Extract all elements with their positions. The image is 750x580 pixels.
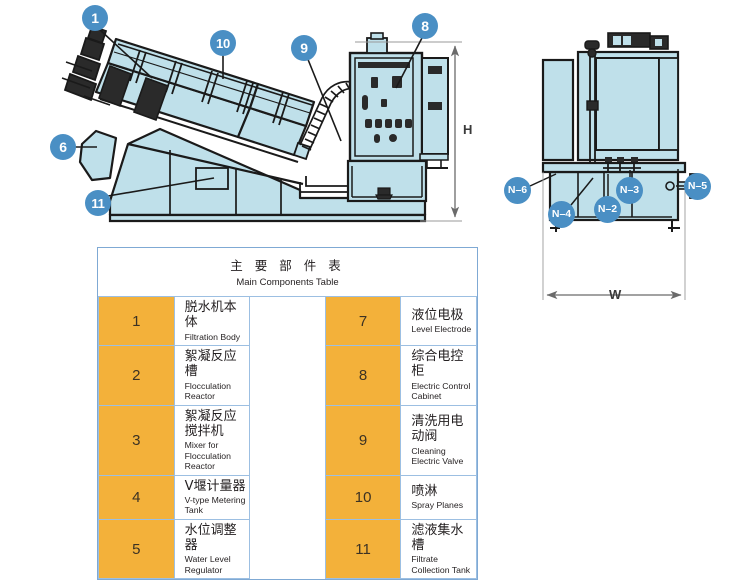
component-name-en: Cleaning Electric Valve <box>411 445 464 466</box>
table-row: 5 水位调整器 Water Level Regulator 11 滤液集水槽 F… <box>98 518 477 580</box>
table-row: 3 絮凝反应搅拌机 Mixer for Flocculation Reactor… <box>98 404 477 476</box>
component-name: 脱水机本体 Filtration Body <box>173 295 251 347</box>
component-name-cn: 液位电极 <box>411 307 464 323</box>
component-number: 2 <box>98 345 175 406</box>
component-name: 水位调整器 Water Level Regulator <box>173 518 251 580</box>
h-dimension <box>355 41 462 222</box>
component-name-cn: 絮凝反应搅拌机 <box>184 408 237 439</box>
component-name-en: V-type Metering Tank <box>184 494 246 516</box>
callout-n6[interactable]: N–6 <box>504 177 531 204</box>
component-name: 喷淋 Spray Planes <box>400 474 477 520</box>
column-divider <box>249 519 326 579</box>
callout-11[interactable]: 11 <box>85 190 111 216</box>
component-name-cn: 综合电控柜 <box>411 349 464 380</box>
component-number: 8 <box>324 345 402 406</box>
component-name-en: Filtration Body <box>184 331 241 342</box>
component-name: V堰计量器 V-type Metering Tank <box>173 474 251 520</box>
component-name-cn: 絮凝反应槽 <box>184 349 237 380</box>
table-row: 1 脱水机本体 Filtration Body 7 液位电极 Level Ele… <box>98 295 477 347</box>
table-title-cn: 主 要 部 件 表 <box>230 258 345 273</box>
table-row: 2 絮凝反应槽 Flocculation Reactor 8 综合电控柜 Ele… <box>98 345 477 406</box>
component-name-en: Level Electrode <box>411 323 472 334</box>
component-number: 7 <box>324 295 402 347</box>
column-divider <box>249 296 326 346</box>
callout-6[interactable]: 6 <box>50 134 76 160</box>
component-name-en: Electric Control Cabinet <box>411 380 471 402</box>
component-name-cn: 脱水机本体 <box>184 300 237 331</box>
component-number: 5 <box>98 518 175 580</box>
column-divider <box>249 475 326 520</box>
component-name-en: Water Level Regulator <box>184 554 231 575</box>
component-name-cn: 喷淋 <box>411 483 438 499</box>
component-number: 10 <box>324 474 402 520</box>
component-name: 综合电控柜 Electric Control Cabinet <box>400 345 477 406</box>
w-dimension <box>542 172 686 300</box>
component-name: 滤液集水槽 Filtrate Collection Tank <box>400 518 477 580</box>
callout-8[interactable]: 8 <box>412 13 438 39</box>
technical-drawing <box>61 24 697 300</box>
left-machine-drawing <box>61 24 462 223</box>
component-name-en: Mixer for Flocculation Reactor <box>184 440 231 472</box>
callout-n5[interactable]: N–5 <box>684 173 711 200</box>
component-name-en: Filtrate Collection Tank <box>411 554 471 575</box>
table-title-en: Main Components Table <box>236 277 339 288</box>
callout-n4[interactable]: N–4 <box>548 201 575 228</box>
component-number: 1 <box>98 295 175 347</box>
component-name-cn: 滤液集水槽 <box>411 522 464 554</box>
component-number: 9 <box>324 404 402 476</box>
component-name: 絮凝反应槽 Flocculation Reactor <box>173 345 251 406</box>
component-number: 3 <box>98 404 175 476</box>
dimension-label-h: H <box>463 122 473 137</box>
component-name: 清洗用电动阀 Cleaning Electric Valve <box>400 404 477 476</box>
table-title-row: 主 要 部 件 表 Main Components Table <box>98 248 477 297</box>
component-name-en: Spray Planes <box>411 500 464 511</box>
component-name: 液位电极 Level Electrode <box>400 295 477 347</box>
diagram-page: 1 10 9 8 6 11 N–6 N–4 N–2 N–3 N–5 H W 主 … <box>50 5 711 580</box>
callout-n3[interactable]: N–3 <box>616 177 643 204</box>
dimension-label-w: W <box>609 287 622 302</box>
component-name: 絮凝反应搅拌机 Mixer for Flocculation Reactor <box>173 404 251 476</box>
callout-9[interactable]: 9 <box>291 35 317 61</box>
right-machine-drawing <box>529 32 697 300</box>
component-number: 11 <box>324 518 402 580</box>
column-divider <box>249 345 326 406</box>
component-name-cn: 水位调整器 <box>184 522 237 554</box>
component-number: 4 <box>98 474 175 520</box>
callout-10[interactable]: 10 <box>210 30 236 56</box>
callout-1[interactable]: 1 <box>82 5 108 31</box>
component-name-cn: V堰计量器 <box>184 478 246 494</box>
main-components-table: 主 要 部 件 表 Main Components Table 1 脱水机本体 … <box>97 247 478 580</box>
component-name-en: Flocculation Reactor <box>184 380 231 402</box>
component-name-cn: 清洗用电动阀 <box>411 413 464 445</box>
table-row: 4 V堰计量器 V-type Metering Tank 10 喷淋 Spray… <box>98 474 477 520</box>
callout-n2[interactable]: N–2 <box>594 196 621 223</box>
column-divider <box>249 405 326 476</box>
